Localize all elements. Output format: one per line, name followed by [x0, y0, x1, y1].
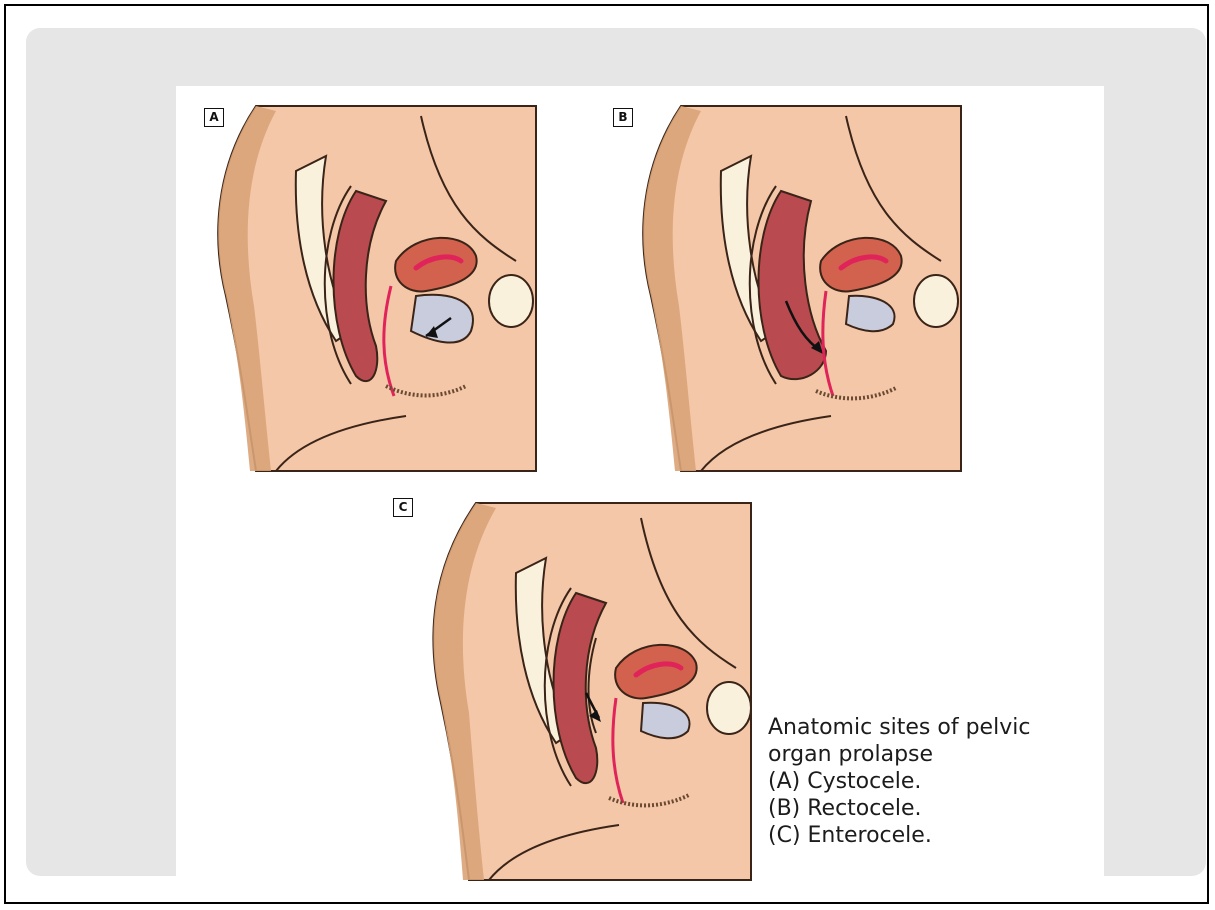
- pelvis-illustration-b: [601, 86, 961, 476]
- caption-line-a: (A) Cystocele.: [768, 768, 1098, 795]
- panel-label-c: C: [393, 498, 413, 517]
- figure-caption: Anatomic sites of pelvic organ prolapse …: [768, 714, 1098, 849]
- panel-b-rectocele: B: [601, 86, 961, 476]
- pelvis-drawing: [218, 106, 536, 471]
- pelvis-drawing: [643, 106, 961, 471]
- pelvis-illustration-c: [381, 498, 751, 883]
- caption-line-b: (B) Rectocele.: [768, 795, 1098, 822]
- pelvis-illustration-a: [176, 86, 536, 476]
- caption-line-subtitle: organ prolapse: [768, 741, 1098, 768]
- page-frame: A: [4, 4, 1209, 904]
- figure-area: A: [176, 86, 1104, 886]
- slide: A: [26, 28, 1206, 876]
- panel-label-b: B: [613, 108, 633, 127]
- pelvis-drawing: [433, 503, 751, 880]
- caption-line-c: (C) Enterocele.: [768, 822, 1098, 849]
- panel-c-enterocele: C: [381, 498, 751, 883]
- caption-line-title: Anatomic sites of pelvic: [768, 714, 1098, 741]
- panel-a-cystocele: A: [176, 86, 536, 476]
- panel-label-a: A: [204, 108, 224, 127]
